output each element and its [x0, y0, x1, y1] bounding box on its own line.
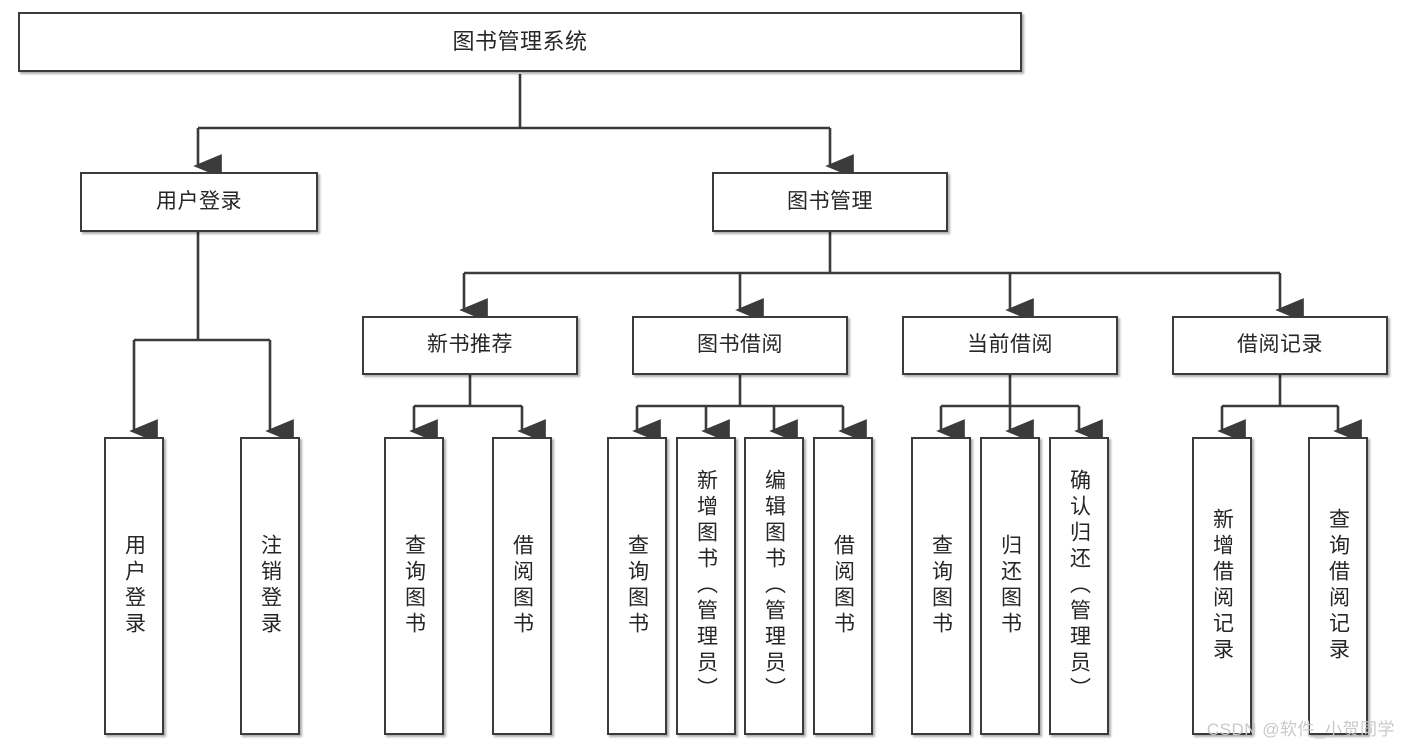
- node-label: 新增借阅记录: [1210, 508, 1234, 664]
- node-label: 查询图书: [929, 534, 953, 638]
- node-leaf-borrow-book-2[interactable]: 借阅图书: [813, 437, 873, 735]
- node-label: 用户登录: [122, 534, 146, 638]
- node-borrow-record[interactable]: 借阅记录: [1172, 316, 1388, 375]
- node-label: 借阅记录: [1237, 333, 1323, 357]
- node-leaf-query-book-2[interactable]: 查询图书: [607, 437, 667, 735]
- node-label: 借阅图书: [831, 534, 855, 638]
- node-label: 查询借阅记录: [1326, 508, 1350, 664]
- node-leaf-add-book[interactable]: 新增图书（管理员）: [676, 437, 736, 735]
- node-new-book-recommend[interactable]: 新书推荐: [362, 316, 578, 375]
- node-label: 当前借阅: [967, 333, 1053, 357]
- node-label: 图书管理系统: [452, 29, 588, 55]
- node-leaf-query-book-3[interactable]: 查询图书: [911, 437, 971, 735]
- node-leaf-query-book-1[interactable]: 查询图书: [384, 437, 444, 735]
- node-leaf-add-record[interactable]: 新增借阅记录: [1192, 437, 1252, 735]
- node-leaf-edit-book[interactable]: 编辑图书（管理员）: [744, 437, 804, 735]
- node-leaf-borrow-book-1[interactable]: 借阅图书: [492, 437, 552, 735]
- node-user-login[interactable]: 用户登录: [80, 172, 318, 232]
- node-label: 新书推荐: [427, 333, 513, 357]
- node-leaf-user-logout[interactable]: 注销登录: [240, 437, 300, 735]
- node-label: 图书管理: [787, 189, 873, 213]
- node-leaf-confirm-return[interactable]: 确认归还（管理员）: [1049, 437, 1109, 735]
- node-label: 确认归还（管理员）: [1067, 469, 1091, 703]
- node-label: 注销登录: [258, 534, 282, 638]
- node-label: 归还图书: [998, 534, 1022, 638]
- node-label: 编辑图书（管理员）: [762, 469, 786, 703]
- node-label: 查询图书: [402, 534, 426, 638]
- node-book-borrow[interactable]: 图书借阅: [632, 316, 848, 375]
- node-leaf-return-book[interactable]: 归还图书: [980, 437, 1040, 735]
- node-label: 用户登录: [156, 189, 242, 213]
- node-leaf-user-login[interactable]: 用户登录: [104, 437, 164, 735]
- node-current-borrow[interactable]: 当前借阅: [902, 316, 1118, 375]
- csdn-watermark: CSDN @软件_小贺同学: [1206, 720, 1395, 739]
- node-root-book-management-system[interactable]: 图书管理系统: [18, 12, 1022, 72]
- node-label: 图书借阅: [697, 333, 783, 357]
- node-label: 查询图书: [625, 534, 649, 638]
- node-label: 借阅图书: [510, 534, 534, 638]
- node-label: 新增图书（管理员）: [694, 469, 718, 703]
- node-book-management[interactable]: 图书管理: [712, 172, 948, 232]
- node-leaf-query-record[interactable]: 查询借阅记录: [1308, 437, 1368, 735]
